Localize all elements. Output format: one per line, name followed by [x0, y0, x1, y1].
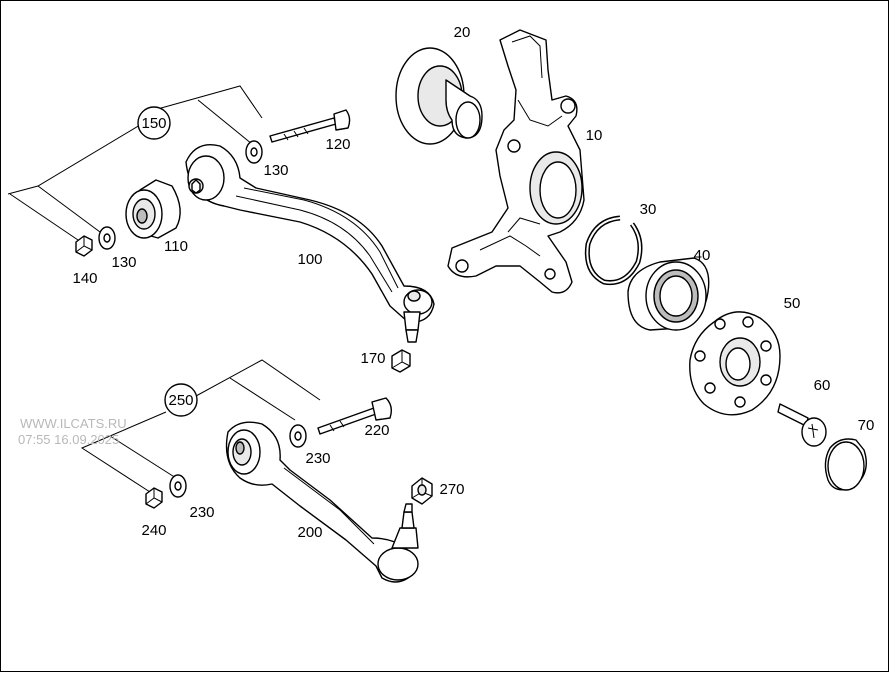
label-130-lower[interactable]: 130	[111, 254, 136, 271]
label-230-lower[interactable]: 230	[189, 504, 214, 521]
part-130-washer-upper[interactable]	[245, 140, 263, 164]
label-140[interactable]: 140	[72, 270, 97, 287]
label-20[interactable]: 20	[454, 24, 471, 41]
label-270[interactable]: 270	[439, 481, 464, 498]
part-240-nut[interactable]	[145, 487, 163, 509]
label-120[interactable]: 120	[325, 136, 350, 153]
label-40[interactable]: 40	[694, 247, 711, 264]
part-10-steering-knuckle[interactable]	[447, 29, 585, 294]
part-140-nut[interactable]	[75, 235, 93, 257]
label-240[interactable]: 240	[141, 522, 166, 539]
label-170[interactable]: 170	[360, 350, 385, 367]
label-130-upper[interactable]: 130	[263, 162, 288, 179]
label-220[interactable]: 220	[364, 422, 389, 439]
part-220-bolt[interactable]	[317, 397, 393, 435]
part-40-wheel-bearing[interactable]	[627, 257, 710, 331]
part-120-bolt[interactable]	[269, 109, 351, 143]
label-30[interactable]: 30	[640, 201, 657, 218]
part-230-washer-upper[interactable]	[289, 424, 307, 448]
part-50-wheel-hub[interactable]	[689, 311, 781, 416]
label-60[interactable]: 60	[814, 377, 831, 394]
part-200-tension-strut[interactable]	[225, 421, 419, 583]
group-150-brackets	[7, 85, 263, 241]
part-20-bushing[interactable]	[395, 47, 483, 145]
label-150[interactable]: 150	[141, 115, 166, 132]
part-60-hub-bolt[interactable]	[777, 403, 827, 447]
label-200[interactable]: 200	[297, 524, 322, 541]
part-30-snap-ring[interactable]	[584, 215, 643, 286]
label-100[interactable]: 100	[297, 251, 322, 268]
label-230-upper[interactable]: 230	[305, 450, 330, 467]
group-150-circle	[137, 106, 171, 140]
label-50[interactable]: 50	[784, 295, 801, 312]
group-250-circle	[164, 383, 198, 417]
part-230-washer-lower[interactable]	[169, 474, 187, 498]
watermark-timestamp: 07:55 16.09.2025	[18, 432, 119, 447]
watermark-site: WWW.ILCATS.RU	[20, 416, 127, 431]
label-10[interactable]: 10	[586, 127, 603, 144]
part-100-control-arm[interactable]	[185, 144, 435, 343]
label-70[interactable]: 70	[858, 417, 875, 434]
label-110[interactable]: 110	[164, 238, 188, 255]
part-130-washer-lower[interactable]	[98, 226, 116, 250]
part-170-nut[interactable]	[391, 349, 411, 373]
part-70-cap[interactable]	[824, 438, 867, 491]
part-270-nut[interactable]	[411, 477, 433, 505]
label-250[interactable]: 250	[168, 392, 193, 409]
part-110-bushing[interactable]	[125, 179, 181, 239]
group-250-brackets	[80, 359, 321, 493]
